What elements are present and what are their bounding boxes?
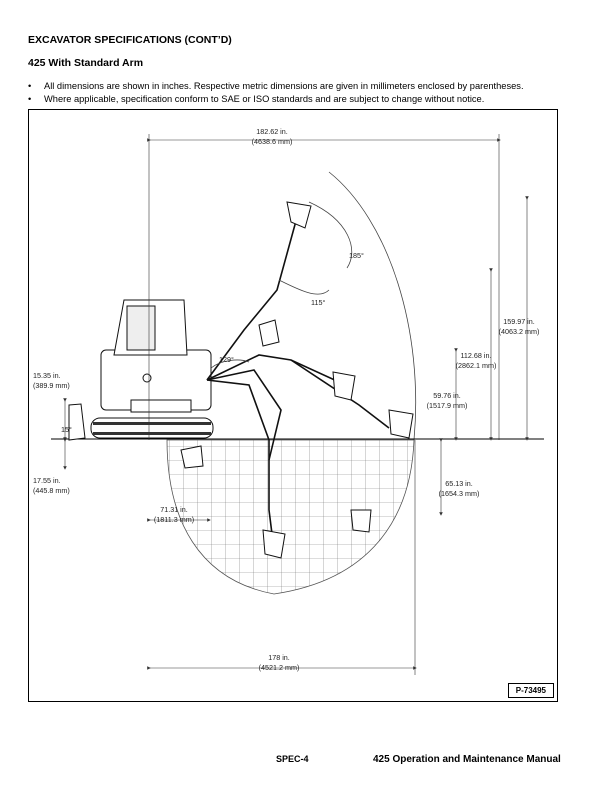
- angle-label-129: 129°: [219, 355, 234, 364]
- dig-envelope-grid: [166, 439, 415, 595]
- dim-height-b: 59.76 in.: [433, 391, 461, 400]
- dim-dump-height-mm: (2862.1 mm): [456, 361, 497, 370]
- angle-arc-115: [278, 279, 330, 295]
- section-subheading: 425 With Standard Arm: [28, 57, 144, 69]
- figure-reference-number: P-73495: [507, 683, 554, 698]
- dim-dig-depth: 65.13 in.: [445, 479, 473, 488]
- note-text: All dimensions are shown in inches. Resp…: [44, 81, 524, 91]
- note-item: • All dimensions are shown in inches. Re…: [28, 80, 588, 93]
- bullet-icon: •: [28, 93, 32, 104]
- angle-arc-185: [308, 201, 353, 269]
- dim-dump-height: 112.68 in.: [460, 351, 491, 360]
- angle-arc-129: [210, 359, 250, 369]
- dim-max-height-mm: (4063.2 mm): [499, 327, 540, 336]
- dim-dig-depth-mm: (1654.3 mm): [439, 489, 480, 498]
- footer-manual-title: 425 Operation and Maintenance Manual: [373, 754, 561, 765]
- dim-max-height: 159.97 in.: [503, 317, 535, 326]
- note-item: • Where applicable, specification confor…: [28, 93, 588, 106]
- bucket-shapes: [180, 201, 414, 559]
- dim-min-swing: 71.31 in.: [160, 505, 188, 514]
- dim-reach-total-mm: (4638.6 mm): [252, 137, 293, 146]
- footer-page-code: SPEC-4: [276, 754, 309, 764]
- boom-positions: [206, 209, 390, 551]
- dim-bottom-reach-mm: (4521.2 mm): [259, 663, 300, 672]
- dim-reach-total: 182.62 in.: [256, 127, 288, 136]
- dim-bottom-reach: 178 in.: [268, 653, 290, 662]
- dim-height-b-mm: (1517.9 mm): [427, 401, 468, 410]
- dim-blade-height: 15.35 in.: [33, 371, 61, 380]
- angle-label-15: 15°: [61, 425, 72, 434]
- excavator-dimension-figure: 182.62 in. (4638.6 mm) 159.97 in. (4063.…: [28, 109, 558, 702]
- reach-arc: [328, 171, 417, 441]
- dim-blade-depth-mm: (445.8 mm): [33, 486, 70, 495]
- bullet-icon: •: [28, 81, 32, 91]
- note-text: Where applicable, specification conform …: [44, 93, 485, 104]
- dim-blade-height-mm: (389.9 mm): [33, 381, 70, 390]
- dim-blade-depth: 17.55 in.: [33, 476, 61, 485]
- dozer-blade: [68, 403, 86, 441]
- dim-min-swing-mm: (1811.3 mm): [154, 515, 194, 524]
- angle-label-115: 115°: [311, 298, 325, 307]
- excavator-body: [90, 299, 214, 439]
- notes-list: • All dimensions are shown in inches. Re…: [28, 80, 588, 105]
- angle-label-185: 185°: [349, 251, 364, 260]
- page-heading: EXCAVATOR SPECIFICATIONS (CONT’D): [28, 34, 232, 46]
- dimension-lines: [63, 134, 529, 675]
- excavator-drawing: 182.62 in. (4638.6 mm) 159.97 in. (4063.…: [33, 127, 544, 675]
